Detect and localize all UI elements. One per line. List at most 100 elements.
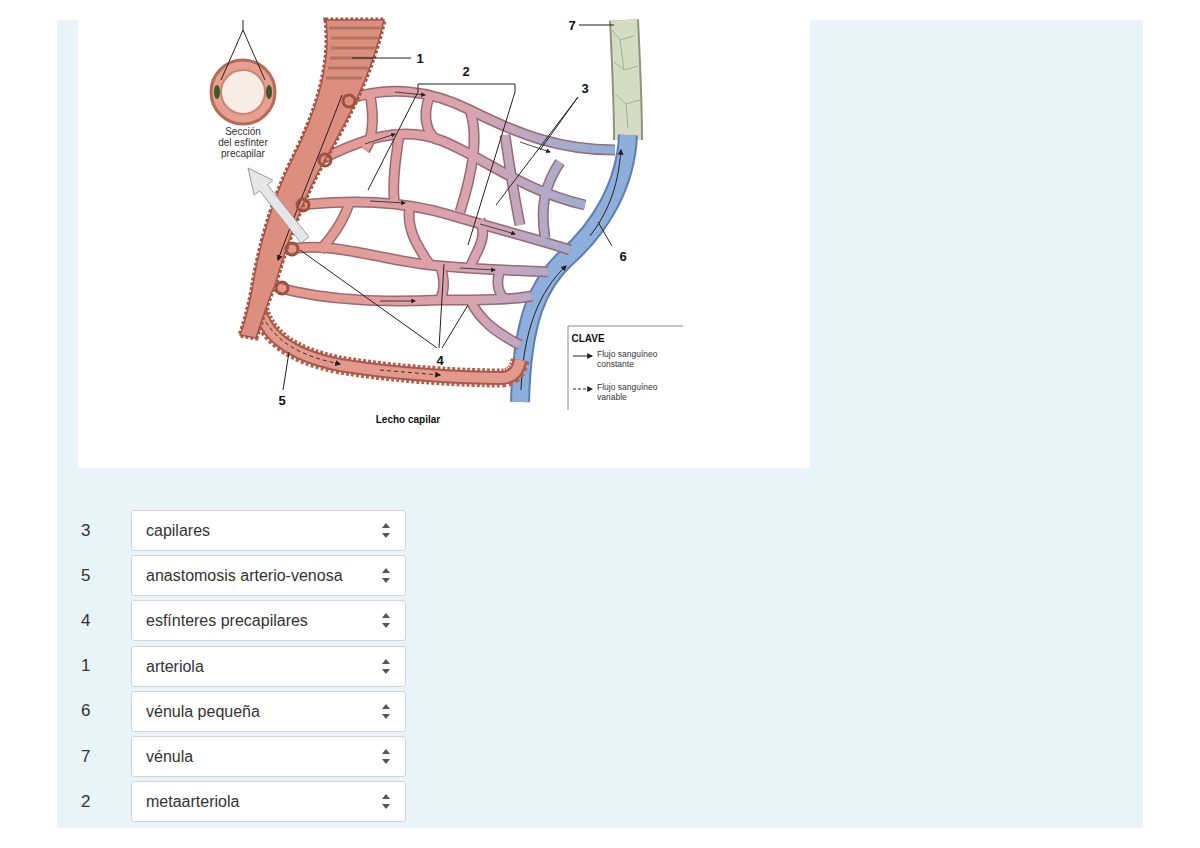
select-value: capilares bbox=[146, 511, 210, 550]
select-arrow bbox=[382, 568, 390, 583]
muscle-cell bbox=[266, 85, 272, 99]
section-caption: Sección del esfínter precapilar bbox=[218, 126, 269, 159]
item-number: 2 bbox=[81, 792, 90, 812]
magnify-arrow bbox=[248, 168, 309, 243]
legend-title: CLAVE bbox=[571, 333, 604, 344]
capillary bbox=[345, 91, 615, 150]
flow-arrow bbox=[460, 268, 495, 270]
capillary bbox=[498, 270, 505, 300]
legend-text: Flujo sanguíneo constante bbox=[597, 349, 658, 369]
select-box: 1arteriola bbox=[131, 646, 406, 687]
legend-text: Flujo sanguíneo variable bbox=[597, 382, 658, 402]
leader-lines bbox=[283, 25, 614, 390]
capillary bbox=[470, 300, 520, 345]
flow-arrow bbox=[590, 150, 621, 236]
flow-arrow bbox=[370, 201, 405, 203]
select-box: 6vénula pequeña bbox=[131, 691, 406, 732]
callout-number: 6 bbox=[619, 249, 626, 264]
capillary bbox=[543, 162, 560, 238]
item-number: 3 bbox=[81, 521, 90, 541]
callout-number: 3 bbox=[581, 81, 588, 96]
leader-line bbox=[221, 20, 265, 80]
select-value: arteriola bbox=[146, 647, 204, 686]
legend-entry: Flujo sanguíneo variable bbox=[597, 382, 667, 402]
select-arrows bbox=[382, 523, 390, 809]
precapillary-sphincters bbox=[276, 95, 355, 294]
capillary-wall bbox=[394, 130, 400, 205]
flow-arrow bbox=[278, 95, 342, 260]
capillary-wall bbox=[426, 95, 440, 140]
select-value: vénula pequeña bbox=[146, 692, 260, 731]
thoroughfare-channel bbox=[258, 300, 520, 378]
legend-dashed-arrow bbox=[573, 389, 592, 390]
leader-line bbox=[598, 222, 612, 246]
sphincter-ring bbox=[343, 95, 355, 107]
capillary bbox=[470, 220, 483, 269]
sphincter-section bbox=[211, 60, 275, 124]
capillary-wall bbox=[470, 300, 520, 345]
select-arrow bbox=[382, 613, 390, 628]
sphincter-ring bbox=[319, 154, 331, 166]
select-value: esfínteres precapilares bbox=[146, 601, 308, 640]
leader-line bbox=[368, 92, 418, 190]
capillary-wall bbox=[460, 110, 474, 212]
channel-wall bbox=[258, 300, 520, 378]
callout-number: 2 bbox=[462, 64, 469, 79]
legend-solid-arrow bbox=[573, 356, 592, 357]
flow-arrow bbox=[380, 301, 415, 302]
flow-arrow bbox=[520, 142, 550, 152]
leader-line bbox=[283, 352, 289, 390]
leader-line bbox=[468, 92, 515, 245]
capillary bbox=[394, 130, 400, 205]
capillary-flow-arrows bbox=[365, 92, 550, 301]
legend-entry: Flujo sanguíneo constante bbox=[597, 349, 667, 369]
leader-line bbox=[352, 58, 411, 59]
select-value: metaarteriola bbox=[146, 782, 239, 821]
select-arrow bbox=[382, 659, 390, 674]
capillary bbox=[276, 287, 532, 301]
select-box: 5anastomosis arterio-venosa bbox=[131, 555, 406, 596]
flow-arrow bbox=[521, 266, 566, 390]
select-value: anastomosis arterio-venosa bbox=[146, 556, 343, 595]
select-arrow bbox=[382, 523, 390, 538]
select-box: 2metaarteriola bbox=[131, 781, 406, 822]
item-number: 5 bbox=[81, 566, 90, 586]
item-number: 7 bbox=[81, 747, 90, 767]
capillary bbox=[426, 95, 440, 140]
select-value: vénula bbox=[146, 737, 193, 776]
capillary bbox=[460, 110, 474, 212]
capillary-wall bbox=[409, 205, 430, 265]
callout-number: 1 bbox=[416, 51, 423, 66]
sphincter-lumen bbox=[221, 70, 265, 114]
capillary bbox=[320, 200, 350, 250]
item-number: 6 bbox=[81, 701, 90, 721]
image-frame bbox=[78, 20, 810, 468]
select-box: 4esfínteres precapilares bbox=[131, 600, 406, 641]
select-box: 7vénula bbox=[131, 736, 406, 777]
leader-line bbox=[496, 97, 578, 205]
capillary-wall bbox=[470, 220, 483, 269]
flow-arrow bbox=[365, 134, 395, 144]
variable-flow-arrow bbox=[380, 370, 440, 375]
variable-flow-arrow bbox=[266, 322, 340, 364]
select-arrow bbox=[382, 749, 390, 764]
callout-number: 7 bbox=[568, 18, 575, 33]
callout-number: 4 bbox=[436, 353, 443, 368]
sphincter-ring bbox=[276, 282, 288, 294]
sphincter-ring bbox=[297, 199, 309, 211]
smooth-muscle-beads bbox=[258, 300, 520, 378]
item-number: 1 bbox=[81, 656, 90, 676]
select-arrow bbox=[382, 794, 390, 809]
select-arrow bbox=[382, 704, 390, 719]
legend-frame bbox=[568, 326, 683, 410]
arteriole-muscle-rings bbox=[326, 28, 382, 78]
capillary bbox=[409, 205, 430, 265]
select-box: 3capilares bbox=[131, 510, 406, 551]
capillary-wall bbox=[320, 200, 350, 250]
endothelial-cells bbox=[612, 30, 640, 128]
flow-arrow bbox=[480, 224, 515, 234]
capillary-wall bbox=[498, 270, 505, 300]
